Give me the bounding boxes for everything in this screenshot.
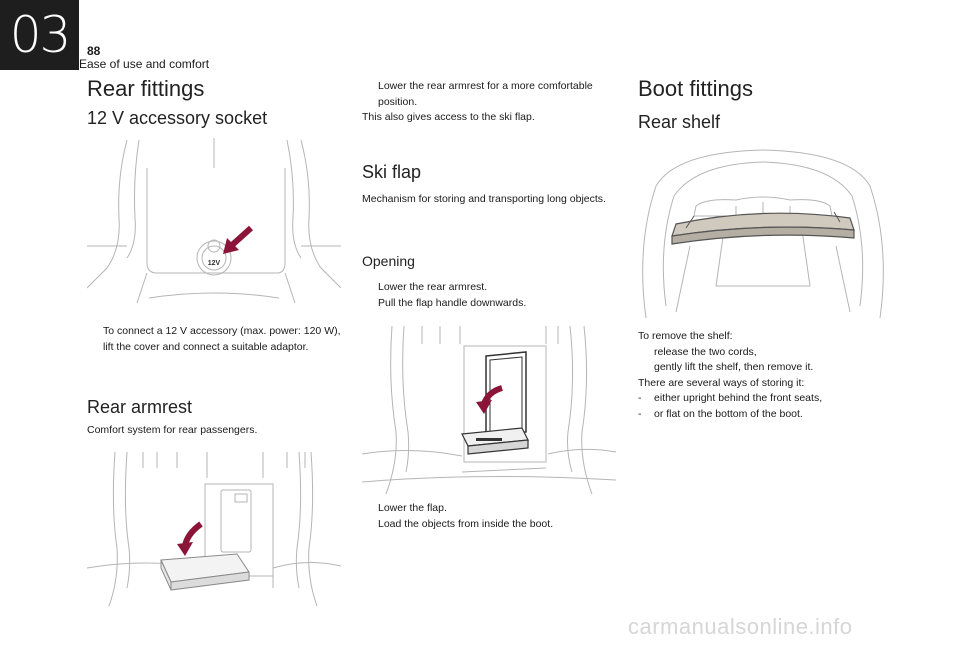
storing-option: -or flat on the bottom of the boot.: [638, 407, 878, 423]
load-step: Lower the flap.: [362, 501, 607, 517]
rear-armrest-illustration: [87, 448, 341, 606]
storing-option-text: or flat on the bottom of the boot.: [654, 407, 803, 420]
section-title-boot-fittings: Boot fittings: [638, 76, 753, 101]
socket-bullet: To connect a 12 V accessory (max. power:…: [87, 324, 343, 355]
socket-illustration: 12V: [87, 138, 341, 318]
load-step-text: Lower the flap.: [378, 502, 447, 514]
opening-step-text: Pull the flap handle downwards.: [378, 296, 527, 309]
armrest-text: Comfort system for rear passengers.: [87, 424, 258, 436]
socket-instructions: To connect a 12 V accessory (max. power:…: [87, 324, 343, 355]
load-step-text: Load the objects from inside the boot.: [378, 517, 554, 530]
rear-shelf-title: Rear shelf: [638, 112, 721, 132]
opening-step: Lower the rear armrest.: [362, 280, 607, 296]
ski-flap-illustration: [362, 322, 616, 494]
dash-marker: -: [638, 407, 642, 420]
remove-step: gently lift the shelf, then remove it.: [638, 360, 878, 376]
arrow-icon: [476, 385, 503, 414]
remove-step: release the two cords,: [638, 345, 878, 361]
remove-step-text: gently lift the shelf, then remove it.: [654, 361, 814, 373]
ski-flap-title: Ski flap: [362, 162, 422, 182]
arrow-icon: [177, 521, 203, 556]
load-steps: Lower the flap. Load the objects from in…: [362, 501, 607, 532]
load-step: Load the objects from inside the boot.: [362, 517, 607, 533]
storing-intro: There are several ways of storing it:: [638, 376, 805, 389]
socket-bullet-text: To connect a 12 V accessory (max. power:…: [103, 325, 341, 353]
remove-intro: To remove the shelf:: [638, 330, 733, 342]
storing-option-text: either upright behind the front seats,: [654, 392, 823, 404]
arrow-icon: [223, 225, 254, 254]
armrest-bullet: Lower the rear armrest for a more comfor…: [362, 79, 602, 110]
chapter-title: Ease of use and comfort: [79, 57, 210, 71]
socket-title: 12 V accessory socket: [87, 108, 268, 128]
armrest-bullet-text: Lower the rear armrest for a more comfor…: [378, 80, 593, 108]
chapter-tab: 03: [0, 0, 79, 70]
socket-12v-label: 12V: [208, 260, 221, 267]
page-number: 88: [87, 44, 101, 58]
remove-step-text: release the two cords,: [654, 345, 757, 358]
opening-title: Opening: [362, 253, 415, 269]
ski-flap-text: Mechanism for storing and transporting l…: [362, 193, 606, 205]
armrest-title: Rear armrest: [87, 397, 193, 417]
opening-step-text: Lower the rear armrest.: [378, 281, 488, 293]
storing-option: -either upright behind the front seats,: [638, 391, 878, 407]
rear-shelf-illustration: [636, 146, 890, 318]
watermark: carmanualsonline.info: [628, 614, 853, 639]
armrest-note: This also gives access to the ski flap.: [362, 111, 535, 123]
col2-intro: Lower the rear armrest for a more comfor…: [362, 79, 602, 126]
shelf-instructions: To remove the shelf: release the two cor…: [638, 329, 878, 422]
dash-marker: -: [638, 392, 642, 404]
opening-steps: Lower the rear armrest. Pull the flap ha…: [362, 280, 607, 311]
section-title-rear-fittings: Rear fittings: [87, 76, 205, 101]
opening-step: Pull the flap handle downwards.: [362, 296, 607, 312]
